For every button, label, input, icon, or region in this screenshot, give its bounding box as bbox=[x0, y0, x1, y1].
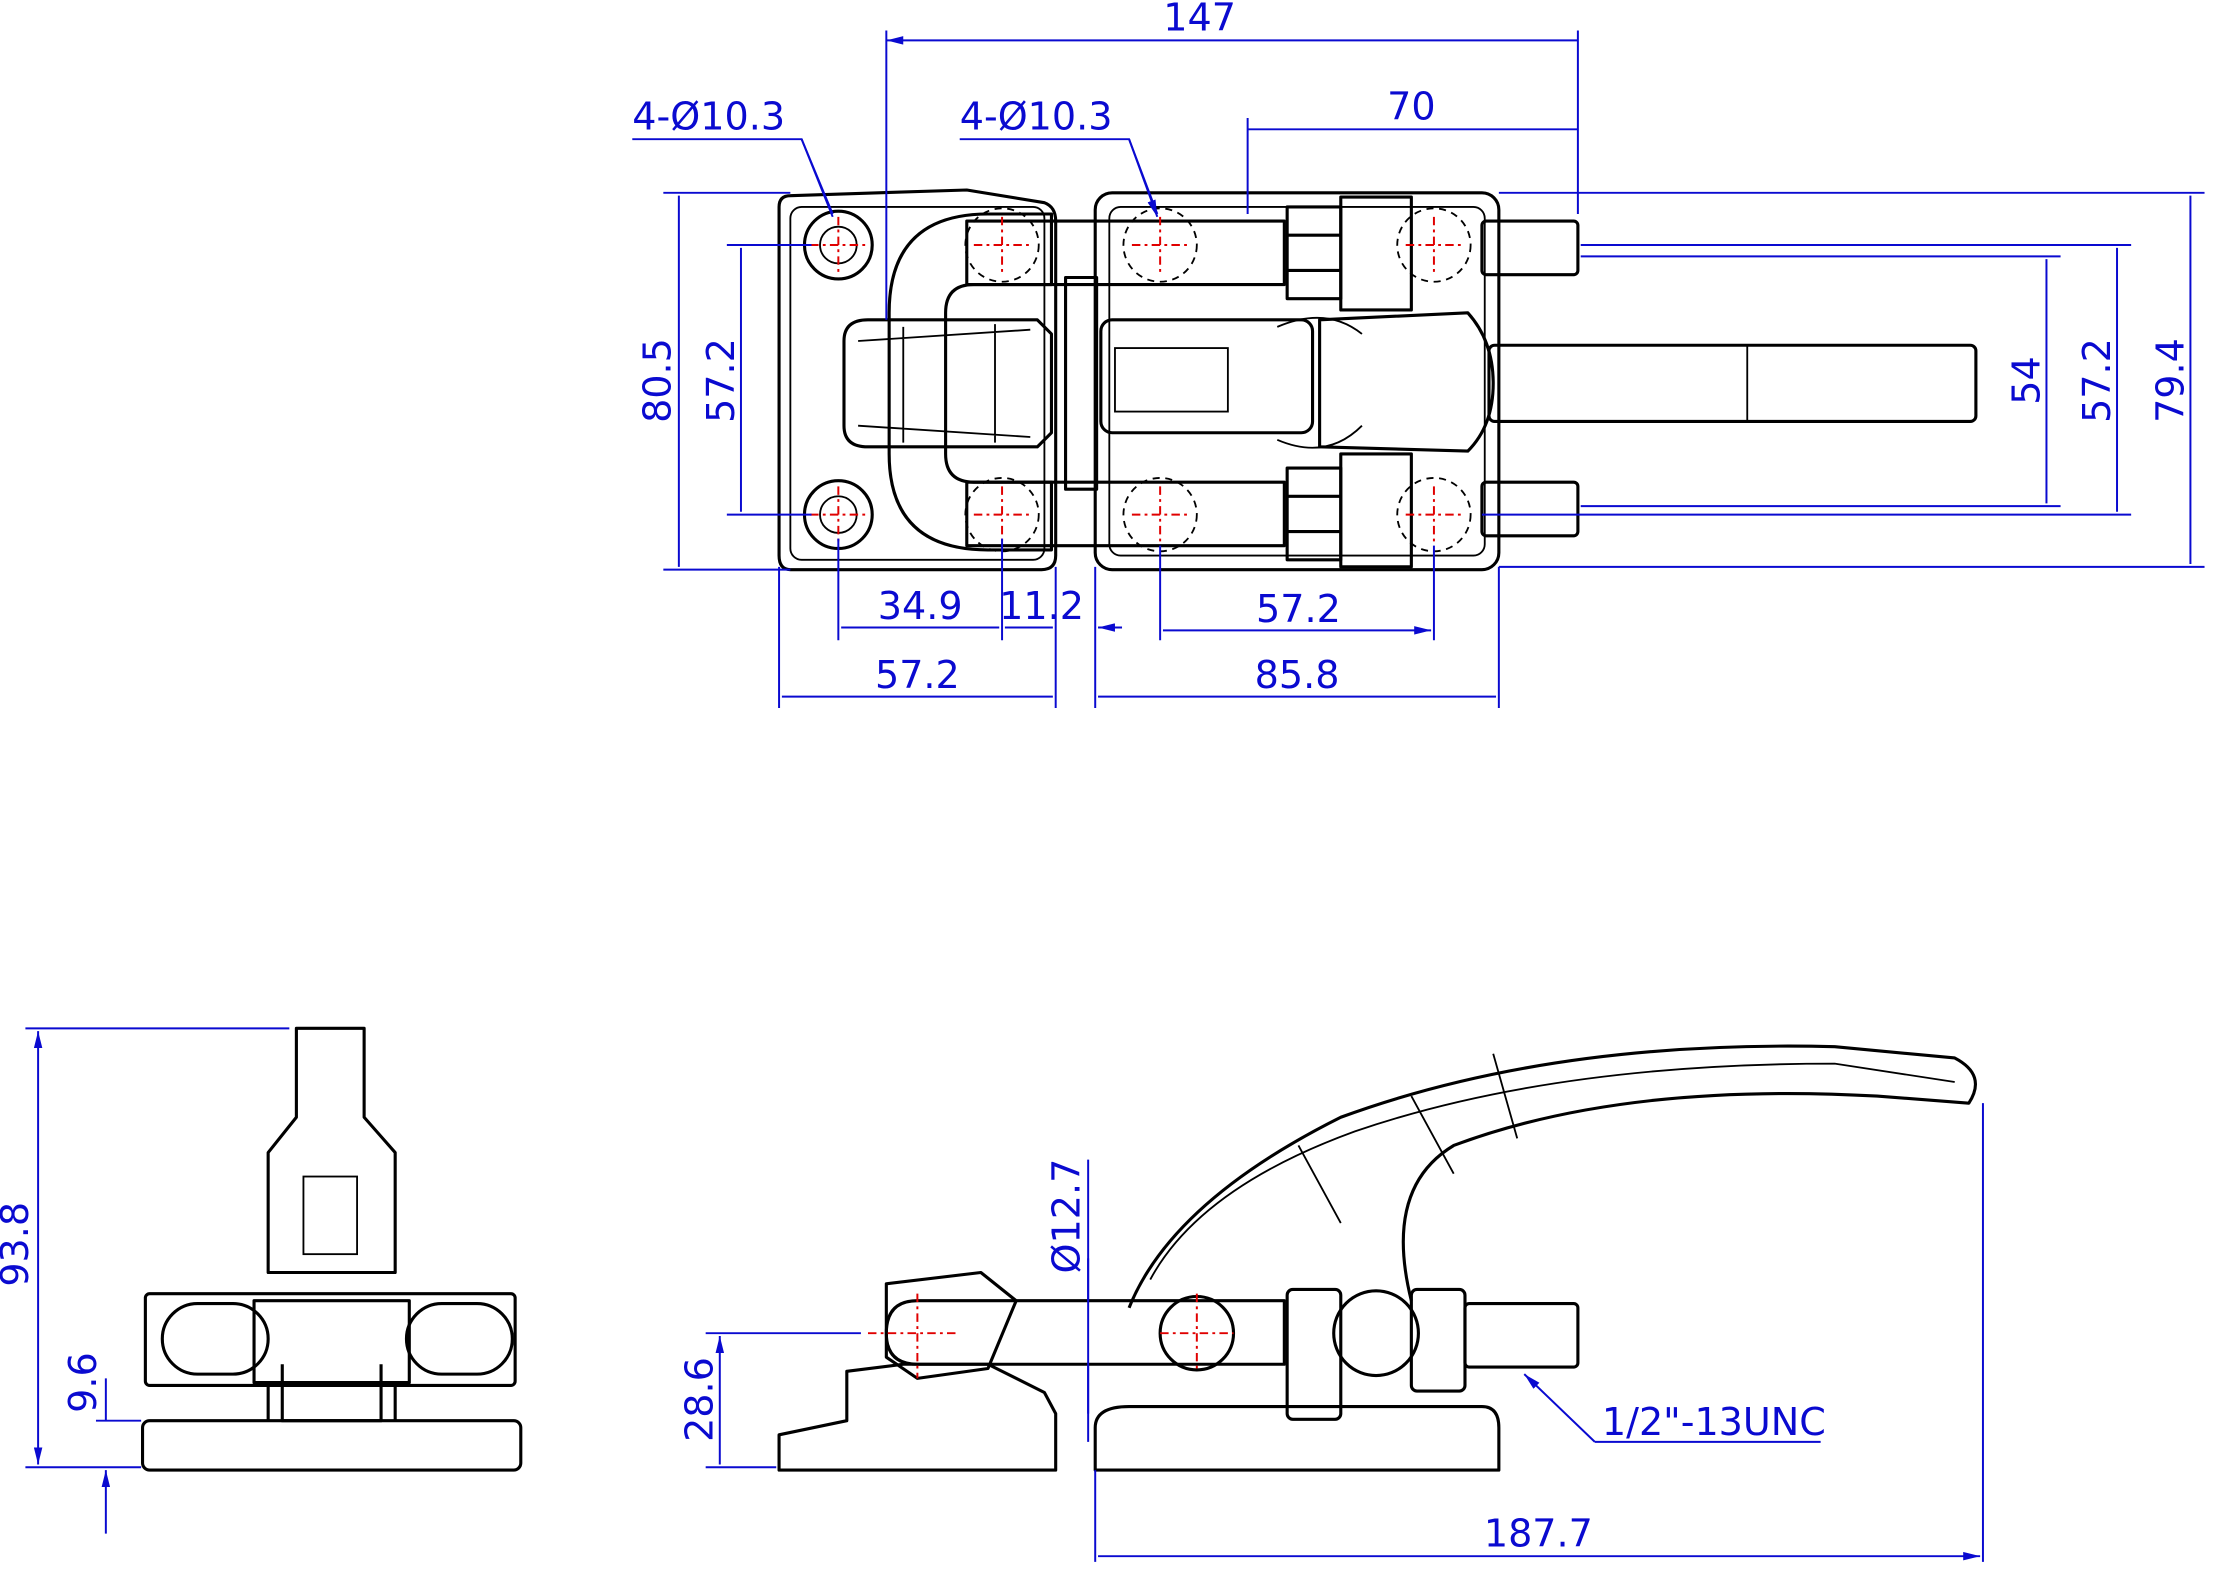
centerlines bbox=[810, 216, 1463, 543]
dim-right-hole-pitch: 57.2 bbox=[1256, 587, 1341, 631]
dim-left-base-length: 57.2 bbox=[875, 653, 960, 697]
dim-right-base-length: 85.8 bbox=[1255, 653, 1340, 697]
hole-callout-left: 4-Ø10.3 bbox=[632, 94, 785, 138]
dim-gap: 11.2 bbox=[999, 584, 1084, 628]
hex-nuts bbox=[1276, 195, 1495, 569]
dim-right-width: 79.4 bbox=[2148, 338, 2192, 423]
hidden-holes bbox=[964, 207, 1472, 553]
top-view: 147 70 4-Ø10.3 4-Ø10.3 80.5 57.2 54 57.2… bbox=[632, 0, 2205, 708]
dim-overall-height: 93.8 bbox=[0, 1202, 37, 1287]
thread-callout: 1/2"-13UNC bbox=[1602, 1400, 1826, 1444]
dim-plunger-spacing: 54 bbox=[2004, 356, 2048, 404]
dim-right-hole-spacing: 57.2 bbox=[2075, 338, 2119, 423]
dimension-lines bbox=[632, 31, 2205, 708]
right-base-plate bbox=[1093, 191, 1501, 572]
dim-front-overall-length: 187.7 bbox=[1484, 1511, 1593, 1555]
link-arms bbox=[965, 219, 1315, 548]
dim-overall-length: 147 bbox=[1163, 0, 1236, 40]
dim-handle-offset: 70 bbox=[1387, 84, 1435, 128]
dim-base-height: 9.6 bbox=[61, 1352, 105, 1413]
dim-pin-diameter: Ø12.7 bbox=[1045, 1159, 1089, 1274]
side-view: 93.8 9.6 bbox=[0, 1026, 523, 1534]
left-base-plate bbox=[777, 188, 1058, 572]
handle-yoke bbox=[842, 212, 1054, 552]
plunger bbox=[1487, 343, 1978, 424]
dim-pin-height: 28.6 bbox=[678, 1357, 722, 1442]
dim-hole-to-pivot: 34.9 bbox=[878, 584, 963, 628]
hole-callout-right: 4-Ø10.3 bbox=[960, 94, 1113, 138]
dim-left-width: 80.5 bbox=[635, 338, 679, 423]
front-view: Ø12.7 28.6 1/2"-13UNC 187.7 bbox=[678, 1044, 1983, 1562]
dim-left-hole-spacing: 57.2 bbox=[699, 338, 743, 423]
studs bbox=[1480, 219, 1580, 538]
